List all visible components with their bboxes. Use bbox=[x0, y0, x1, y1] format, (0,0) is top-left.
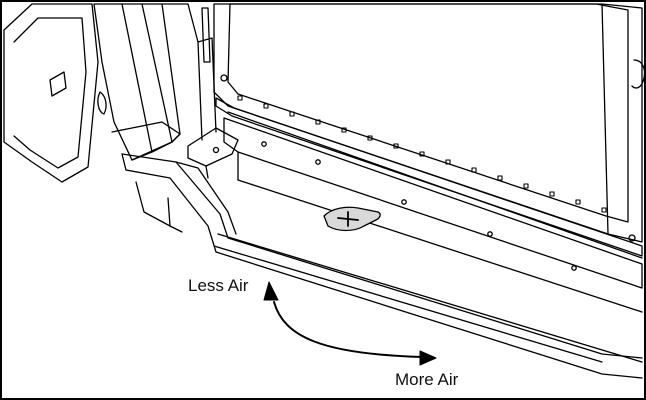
adjustment-arrow bbox=[263, 281, 437, 366]
more-air-label: More Air bbox=[395, 370, 459, 389]
door-frame bbox=[93, 3, 217, 161]
side-panel bbox=[3, 3, 107, 183]
corner-bracket bbox=[187, 127, 239, 179]
retainer-strip bbox=[215, 74, 643, 259]
base-rail bbox=[121, 153, 643, 379]
less-air-label: Less Air bbox=[188, 276, 249, 295]
air-channel bbox=[223, 117, 643, 313]
glass-window bbox=[213, 3, 644, 243]
air-control-slider bbox=[323, 206, 381, 232]
